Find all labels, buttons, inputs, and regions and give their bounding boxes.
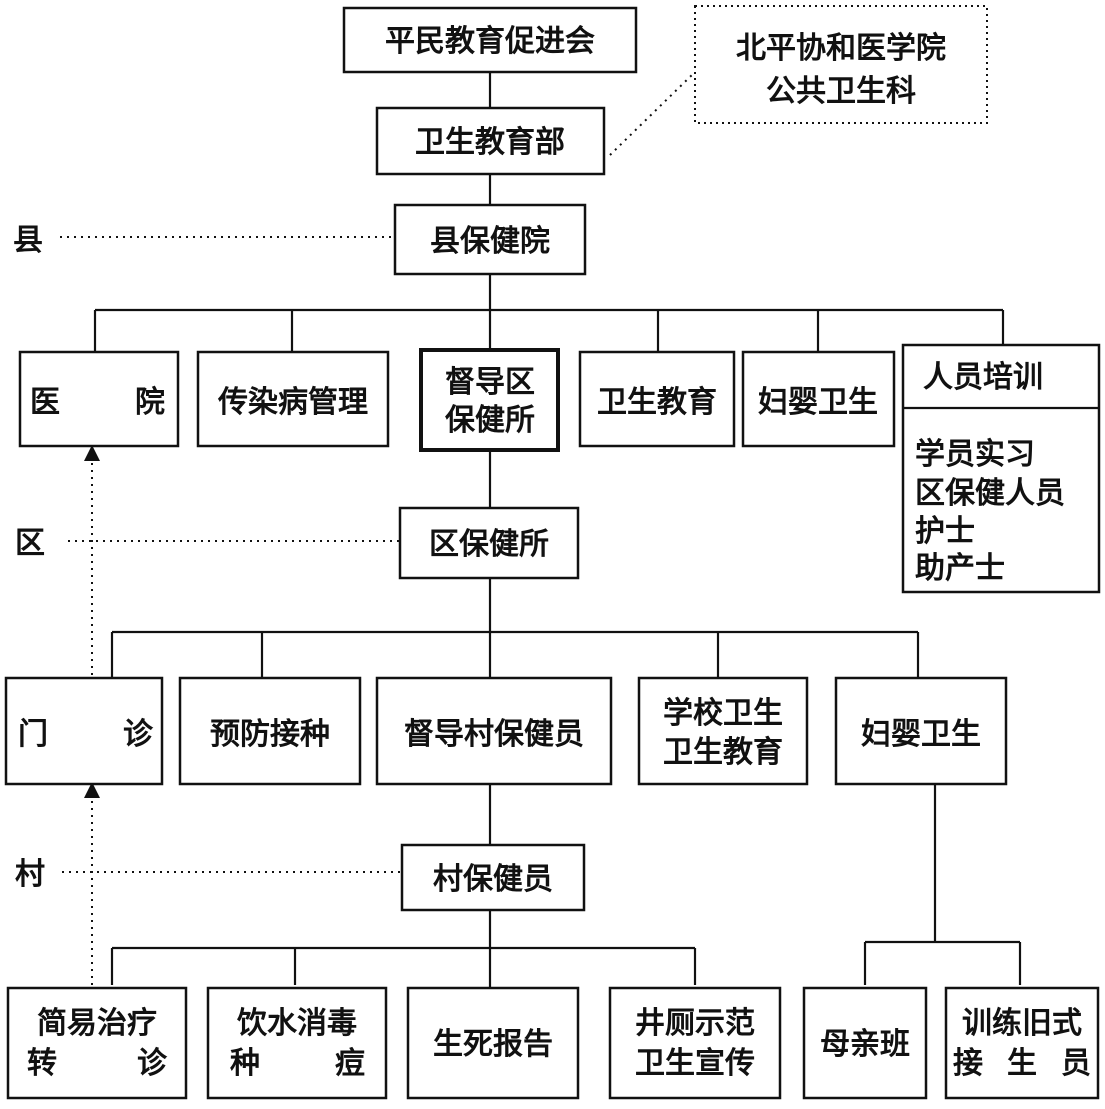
level-dotted-lines — [60, 236, 402, 873]
svg-text:转: 转 — [27, 1046, 57, 1081]
svg-text:井厕示范: 井厕示范 — [635, 1006, 755, 1041]
svg-text:公共卫生科: 公共卫生科 — [766, 74, 916, 109]
box-county-health-center: 县保健院 — [393, 203, 587, 276]
svg-text:简易治疗: 简易治疗 — [37, 1006, 157, 1041]
box-mass-education: 平民教育促进会 — [342, 6, 638, 74]
box-county-maternal-child: 妇婴卫生 — [741, 350, 896, 448]
svg-text:卫生教育: 卫生教育 — [597, 385, 717, 420]
svg-text:人员培训: 人员培训 — [923, 360, 1043, 395]
box-district-health-station: 区保健所 — [398, 506, 580, 580]
svg-text:种: 种 — [230, 1046, 260, 1081]
svg-text:生死报告: 生死报告 — [433, 1027, 553, 1062]
box-mothers-class: 母亲班 — [802, 986, 928, 1100]
svg-text:平民教育促进会: 平民教育促进会 — [385, 24, 595, 59]
svg-text:饮水消毒: 饮水消毒 — [236, 1006, 357, 1041]
svg-text:院: 院 — [135, 385, 165, 420]
connector-lines — [93, 71, 1022, 988]
svg-text:区保健所: 区保健所 — [429, 527, 549, 562]
level-label-village: 村 — [15, 857, 45, 892]
box-vital-report: 生死报告 — [406, 986, 580, 1100]
box-county-health-education: 卫生教育 — [578, 350, 736, 448]
svg-text:训练旧式: 训练旧式 — [962, 1006, 1082, 1041]
box-simple-treatment: 简易治疗 转 诊 — [6, 986, 188, 1100]
box-vaccination: 预防接种 — [178, 676, 362, 786]
svg-text:北平协和医学院: 北平协和医学院 — [736, 31, 946, 66]
level-label-district: 区 — [15, 526, 45, 561]
svg-text:医: 医 — [30, 385, 60, 420]
svg-text:学员实习: 学员实习 — [915, 437, 1035, 472]
box-midwife-training: 训练旧式 接 生 员 — [944, 986, 1100, 1100]
svg-text:保健所: 保健所 — [445, 403, 535, 438]
svg-text:督导村保健员: 督导村保健员 — [404, 717, 584, 752]
box-well-toilet: 井厕示范 卫生宣传 — [608, 986, 782, 1100]
svg-text:督导区: 督导区 — [445, 365, 535, 400]
box-staff-training: 人员培训 学员实习 区保健人员 护士 助产士 — [901, 343, 1101, 594]
box-village-health-worker: 村保健员 — [400, 843, 586, 912]
svg-text:村保健员: 村保健员 — [433, 862, 553, 897]
svg-text:护士: 护士 — [915, 514, 975, 549]
svg-text:助产士: 助产士 — [915, 551, 1005, 586]
svg-text:卫生宣传: 卫生宣传 — [635, 1046, 755, 1081]
level-label-county: 县 — [13, 223, 43, 258]
svg-text:预防接种: 预防接种 — [210, 717, 330, 752]
svg-text:区保健人员: 区保健人员 — [915, 476, 1065, 511]
svg-text:员: 员 — [1061, 1046, 1091, 1081]
svg-text:接: 接 — [953, 1046, 983, 1081]
svg-text:学校卫生: 学校卫生 — [663, 696, 783, 731]
box-clinic: 门 诊 — [4, 676, 164, 786]
svg-text:卫生教育: 卫生教育 — [663, 735, 783, 770]
svg-text:诊: 诊 — [123, 717, 154, 752]
svg-text:生: 生 — [1007, 1046, 1037, 1081]
box-school-health: 学校卫生 卫生教育 — [637, 676, 809, 786]
box-infectious-disease: 传染病管理 — [196, 350, 390, 448]
box-pumc-public-health: 北平协和医学院 公共卫生科 — [694, 5, 988, 124]
box-supervise-village: 督导村保健员 — [375, 676, 613, 786]
svg-text:卫生教育部: 卫生教育部 — [415, 125, 565, 160]
svg-text:妇婴卫生: 妇婴卫生 — [861, 717, 981, 752]
box-supervise-district: 督导区 保健所 — [419, 348, 560, 452]
svg-text:痘: 痘 — [335, 1046, 365, 1081]
svg-text:诊: 诊 — [137, 1046, 168, 1081]
svg-text:门: 门 — [18, 717, 48, 752]
svg-text:传染病管理: 传染病管理 — [217, 385, 368, 420]
box-district-maternal-child: 妇婴卫生 — [834, 676, 1008, 786]
svg-text:母亲班: 母亲班 — [820, 1027, 910, 1062]
svg-text:县保健院: 县保健院 — [430, 224, 550, 259]
box-hospital: 医 院 — [18, 350, 180, 448]
svg-text:妇婴卫生: 妇婴卫生 — [758, 385, 878, 420]
box-water-disinfection: 饮水消毒 种 痘 — [206, 986, 388, 1100]
box-health-education-dept: 卫生教育部 — [375, 106, 606, 176]
